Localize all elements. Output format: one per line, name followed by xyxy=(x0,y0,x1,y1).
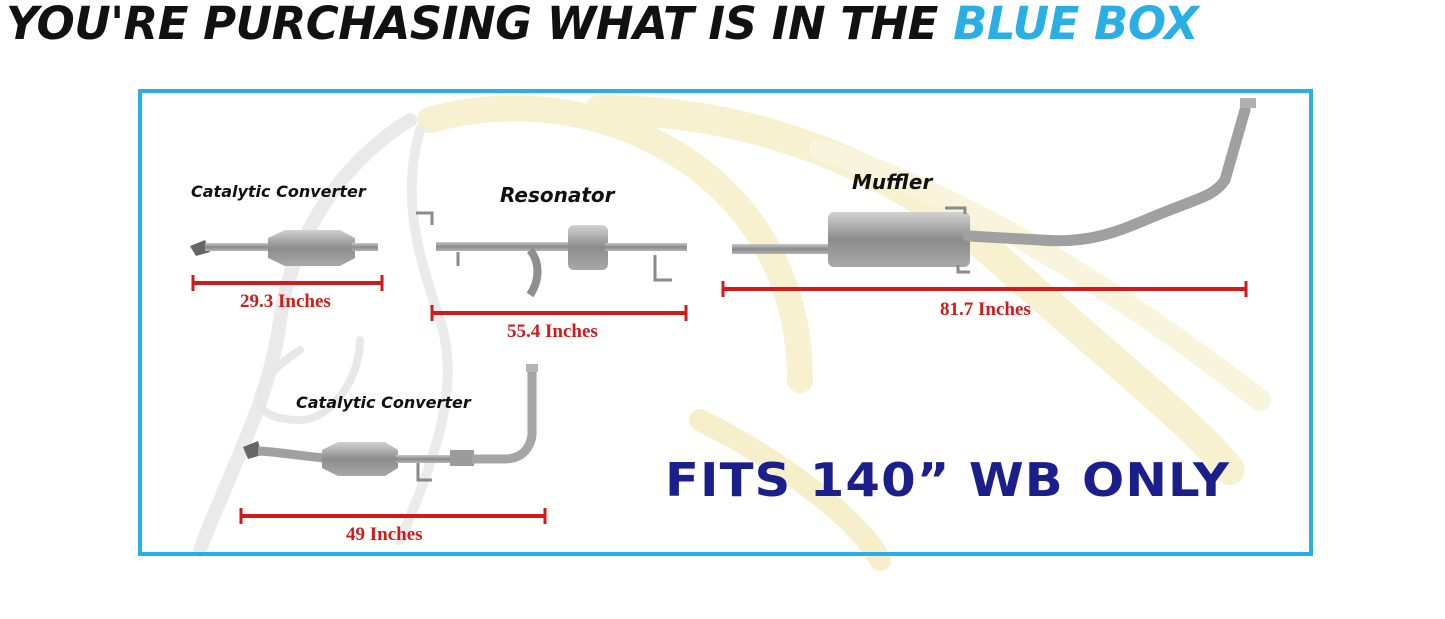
blue-box-frame xyxy=(138,89,1313,556)
resonator-drawing xyxy=(416,211,687,298)
resonator-label: Resonator xyxy=(500,183,615,207)
catalytic-converter-1-drawing xyxy=(190,230,378,266)
catalytic-converter-1-label: Catalytic Converter xyxy=(191,182,366,201)
fits-wheelbase-text: FITS 140” WB ONLY xyxy=(665,453,1231,507)
muffler-drawing xyxy=(732,98,1256,274)
muffler-measure: 81.7 Inches xyxy=(940,299,1031,320)
measure-line-2 xyxy=(430,305,688,321)
resonator-measure: 55.4 Inches xyxy=(507,321,598,342)
measure-line-4 xyxy=(239,508,547,524)
measure-line-3 xyxy=(721,281,1248,297)
headline-prefix: YOU'RE PURCHASING WHAT IS IN THE xyxy=(6,0,938,50)
catalytic-converter-2-measure: 49 Inches xyxy=(346,524,423,545)
catalytic-converter-2-label: Catalytic Converter xyxy=(296,393,471,412)
catalytic-converter-2-drawing xyxy=(243,364,538,482)
muffler-label: Muffler xyxy=(852,170,933,194)
catalytic-converter-1-measure: 29.3 Inches xyxy=(240,291,331,312)
measure-line-1 xyxy=(191,275,384,291)
headline: YOU'RE PURCHASING WHAT IS IN THE BLUE BO… xyxy=(6,0,1442,50)
headline-accent: BLUE BOX xyxy=(953,0,1199,50)
